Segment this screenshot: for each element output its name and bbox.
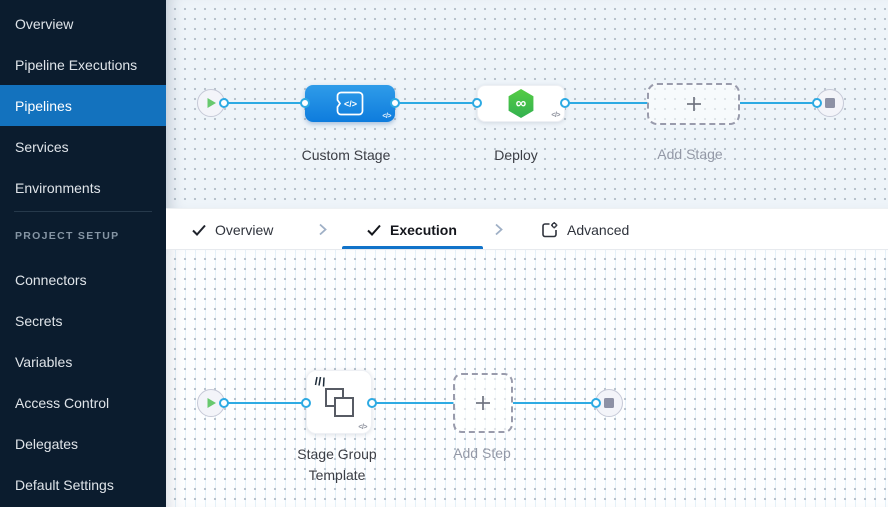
play-icon [207, 398, 216, 408]
sidebar-item-pipeline-executions[interactable]: Pipeline Executions [0, 44, 166, 85]
chevron-right-icon [319, 223, 327, 236]
port[interactable] [812, 98, 822, 108]
tab-label: Execution [390, 222, 457, 238]
sidebar-item-label: Connectors [15, 271, 87, 288]
template-slashes-icon [314, 376, 325, 387]
sidebar-item-delegates[interactable]: Delegates [0, 423, 166, 464]
sidebar: Overview Pipeline Executions Pipelines S… [0, 0, 166, 507]
connector-line [740, 102, 818, 104]
tab-label: Advanced [567, 222, 630, 238]
yaml-code-badge: </> [551, 112, 560, 119]
sidebar-item-default-settings[interactable]: Default Settings [0, 464, 166, 505]
sidebar-item-label: Secrets [15, 312, 63, 329]
stage-config-tabbar: Overview Execution Advanced [166, 208, 888, 250]
tab-advanced[interactable]: Advanced [541, 209, 629, 251]
custom-stage-code-icon: </> [336, 91, 364, 116]
stage-group-template-node[interactable]: </> [306, 370, 372, 434]
yaml-code-badge: </> [358, 424, 367, 431]
sidebar-divider [14, 211, 152, 212]
chevron-right-icon [495, 223, 503, 236]
step-name-label: Stage Group [297, 446, 377, 462]
sidebar-setup-list: Connectors Secrets Variables Access Cont… [0, 259, 166, 505]
sidebar-item-label: Delegates [15, 435, 79, 452]
play-icon [207, 98, 216, 108]
port[interactable] [219, 98, 229, 108]
connector-line [224, 402, 308, 404]
svg-text:</>: </> [344, 99, 357, 109]
sidebar-item-secrets[interactable]: Secrets [0, 300, 166, 341]
execution-graph-canvas[interactable] [166, 250, 888, 507]
plus-icon [476, 396, 490, 410]
connector-line [565, 102, 648, 104]
port[interactable] [472, 98, 482, 108]
sidebar-item-services[interactable]: Services [0, 126, 166, 167]
check-icon [192, 224, 206, 236]
port[interactable] [560, 98, 570, 108]
port[interactable] [367, 398, 377, 408]
custom-stage-node[interactable]: </> </> [305, 85, 395, 122]
sidebar-item-label: Services [15, 138, 69, 155]
sidebar-item-overview[interactable]: Overview [0, 3, 166, 44]
sidebar-item-label: Pipelines [15, 97, 72, 114]
port[interactable] [219, 398, 229, 408]
tab-overview[interactable]: Overview [192, 209, 273, 251]
cd-hexagon-infinity-icon: ∞ [508, 89, 534, 118]
port[interactable] [301, 398, 311, 408]
tab-label: Overview [215, 222, 274, 238]
step-name-label: Template [308, 467, 366, 483]
sidebar-item-variables[interactable]: Variables [0, 341, 166, 382]
sidebar-section-project-setup: PROJECT SETUP [15, 230, 120, 242]
square-gear-icon [542, 222, 558, 238]
add-stage-label: Add Stage [657, 146, 723, 162]
execution-end-node[interactable] [595, 389, 623, 417]
port[interactable] [390, 98, 400, 108]
sidebar-item-label: Access Control [15, 394, 110, 411]
sidebar-item-label: Variables [15, 353, 73, 370]
connector-line [224, 102, 307, 104]
sidebar-item-label: Environments [15, 179, 101, 196]
sidebar-item-access-control[interactable]: Access Control [0, 382, 166, 423]
overlapping-squares-icon [323, 386, 355, 418]
connector-line [513, 402, 597, 404]
add-step-button[interactable] [453, 373, 513, 433]
sidebar-item-environments[interactable]: Environments [0, 167, 166, 208]
tab-execution[interactable]: Execution [367, 209, 457, 251]
add-stage-button[interactable] [647, 83, 740, 125]
yaml-code-badge: </> [382, 113, 391, 120]
port[interactable] [591, 398, 601, 408]
port[interactable] [300, 98, 310, 108]
stop-icon [825, 98, 835, 108]
plus-icon [686, 97, 701, 111]
sidebar-item-label: Default Settings [15, 476, 114, 493]
connector-line [372, 402, 454, 404]
sidebar-item-connectors[interactable]: Connectors [0, 259, 166, 300]
stop-icon [604, 398, 614, 408]
stage-name-label: Deploy [494, 147, 538, 163]
check-icon [367, 224, 381, 236]
deploy-stage-node[interactable]: ∞ </> [477, 85, 565, 122]
sidebar-item-label: Pipeline Executions [15, 56, 138, 73]
active-tab-underline [342, 246, 483, 249]
sidebar-item-label: Overview [15, 15, 74, 32]
sidebar-item-pipelines[interactable]: Pipelines [0, 85, 166, 126]
add-step-label: Add Step [453, 445, 511, 461]
stage-name-label: Custom Stage [301, 147, 391, 163]
connector-line [395, 102, 478, 104]
